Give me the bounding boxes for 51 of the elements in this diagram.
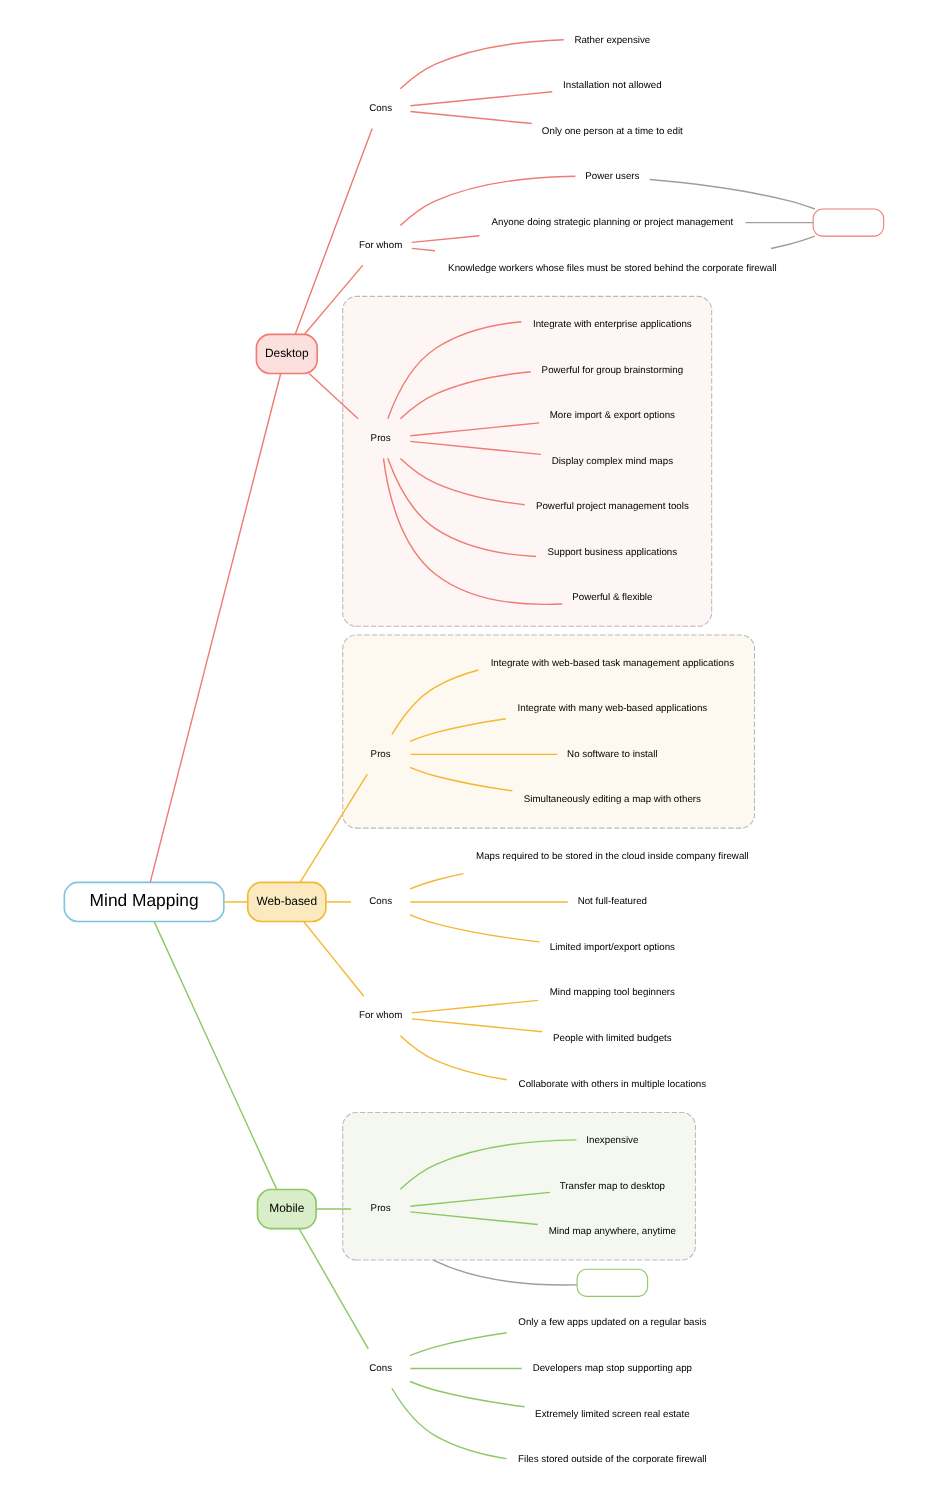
connector <box>387 321 523 420</box>
connector <box>432 1259 578 1286</box>
connector <box>325 901 352 903</box>
connector <box>409 422 541 437</box>
connector <box>411 235 481 244</box>
connector <box>382 457 563 606</box>
connector <box>299 773 369 884</box>
connector <box>409 1332 508 1357</box>
connector <box>387 457 537 558</box>
connector <box>308 372 359 420</box>
node-box: Mind Mapping <box>63 881 225 923</box>
connector <box>391 1387 508 1460</box>
connector <box>409 766 514 792</box>
connector <box>304 264 364 335</box>
connector <box>409 91 553 107</box>
connector <box>223 901 249 903</box>
connector <box>409 901 569 903</box>
connector <box>303 921 365 997</box>
connector <box>409 718 507 743</box>
connector <box>770 235 816 250</box>
connector <box>409 753 558 756</box>
connector <box>298 1227 369 1350</box>
cluster <box>342 295 713 627</box>
connector <box>409 914 541 943</box>
connector <box>411 247 436 252</box>
connector <box>409 1367 523 1370</box>
connector <box>744 221 814 224</box>
cluster <box>342 634 756 829</box>
connector <box>399 175 577 227</box>
connector <box>409 1191 551 1207</box>
connector <box>648 178 816 210</box>
connector <box>149 373 282 883</box>
connector <box>315 1208 352 1210</box>
connector <box>411 999 539 1014</box>
connector <box>294 127 373 335</box>
connector <box>399 371 532 420</box>
node-box <box>576 1268 649 1297</box>
cluster <box>342 1111 696 1261</box>
node-box <box>812 208 885 237</box>
connector <box>409 1380 526 1408</box>
connector <box>399 39 565 90</box>
connector <box>399 457 526 506</box>
connector <box>399 1035 508 1081</box>
connector <box>409 110 533 125</box>
connector <box>411 1018 543 1033</box>
connector <box>409 1211 539 1226</box>
connector <box>399 1139 578 1190</box>
connector <box>391 669 480 736</box>
connector <box>409 872 465 890</box>
connector <box>409 440 542 456</box>
connector <box>153 920 278 1190</box>
